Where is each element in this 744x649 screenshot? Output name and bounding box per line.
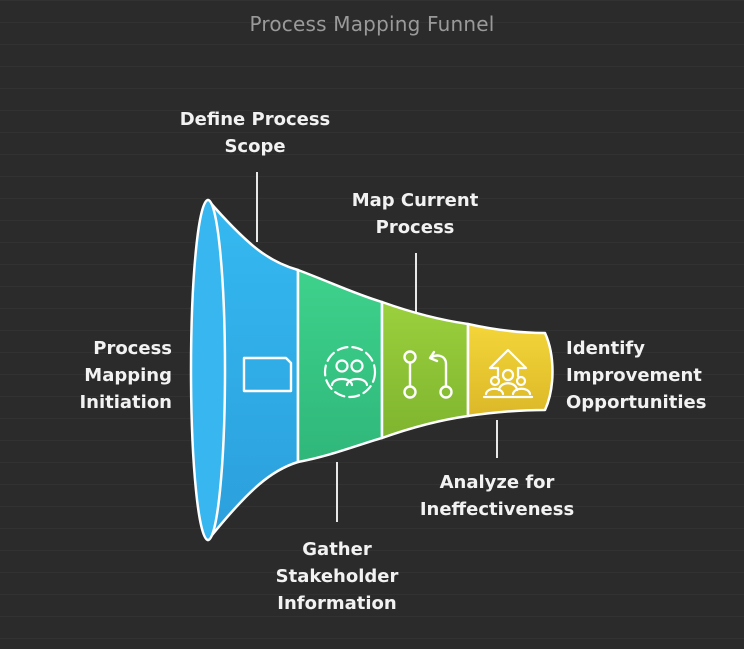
stage-label-define-scope: Define Process Scope — [179, 109, 331, 157]
rectangle-icon — [242, 356, 293, 393]
stage-label-identify: Identify Improvement Opportunities — [566, 338, 707, 413]
group-growth-icon — [482, 348, 534, 399]
people-icon — [323, 345, 377, 399]
stage-label-map-current: Map Current Process — [351, 190, 479, 238]
stage-label-analyze: Analyze for Ineffectiveness — [419, 472, 575, 520]
flow-icon — [403, 350, 453, 399]
funnel-segment-gather-info — [296, 268, 384, 464]
funnel-segment-map-current — [380, 300, 470, 440]
funnel-mouth-initiation — [189, 198, 227, 542]
stage-label-gather-info: Gather Stakeholder Information — [275, 539, 399, 614]
stage-label-initiation: Process Mapping Initiation — [79, 338, 172, 413]
diagram-title: Process Mapping Funnel — [249, 12, 495, 36]
